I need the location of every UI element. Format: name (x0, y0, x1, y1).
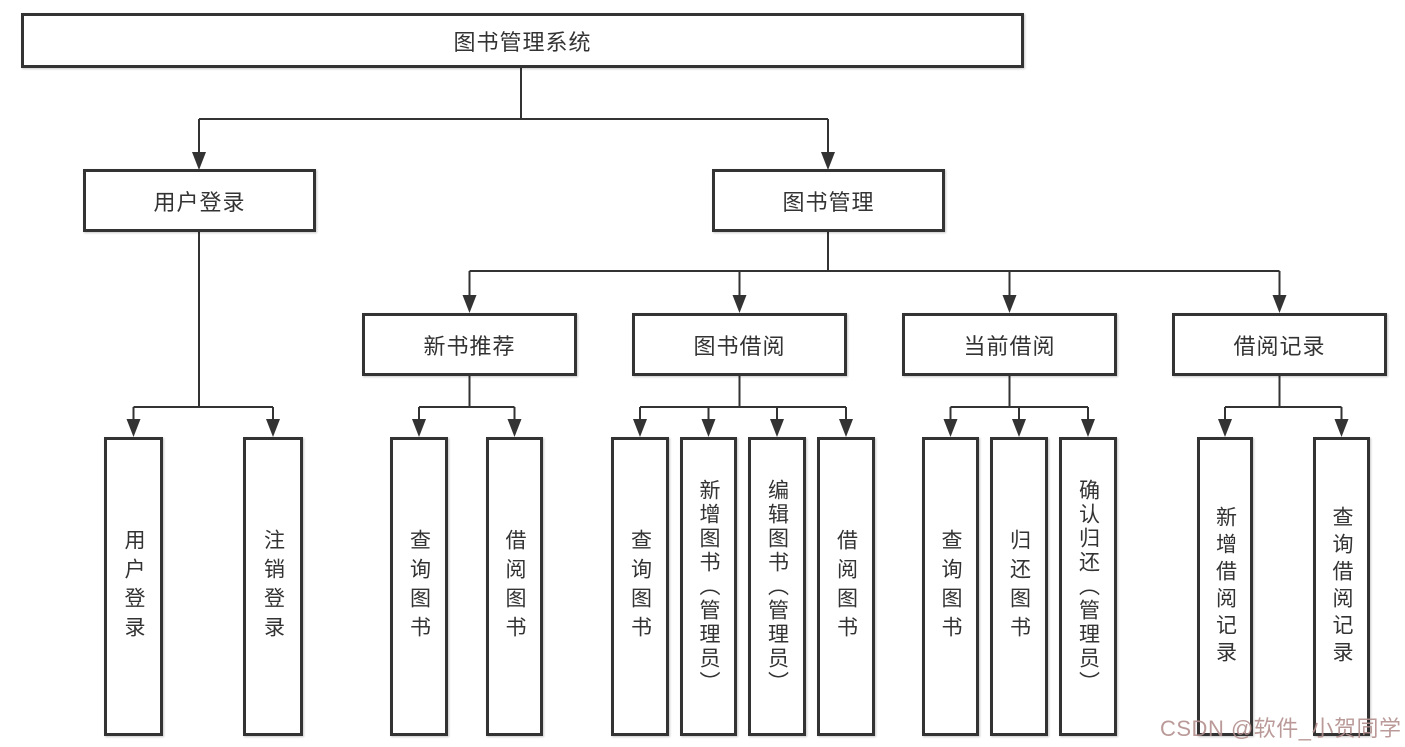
leaf-borrow-borrow-book: 借阅图书 (817, 437, 875, 736)
leaf-borrow-edit-book-admin: 编辑图书（管理员） (748, 437, 806, 736)
leaf-current-query-book: 查询图书 (922, 437, 979, 736)
node-book-borrow: 图书借阅 (632, 313, 847, 376)
leaf-user-login: 用户登录 (104, 437, 163, 736)
leaf-logout-login-label: 注销登录 (261, 528, 285, 645)
leaf-borrow-query-book: 查询图书 (611, 437, 669, 736)
leaf-logout-login: 注销登录 (243, 437, 303, 736)
leaf-recommend-query-book-label: 查询图书 (407, 528, 431, 645)
node-borrow-records: 借阅记录 (1172, 313, 1387, 376)
leaf-records-add-record-label: 新增借阅记录 (1213, 505, 1237, 668)
node-new-book-recommend: 新书推荐 (362, 313, 577, 376)
leaf-recommend-borrow-book-label: 借阅图书 (503, 528, 526, 645)
node-user-login: 用户登录 (83, 169, 316, 232)
leaf-current-query-book-label: 查询图书 (939, 528, 962, 645)
node-book-management: 图书管理 (712, 169, 945, 232)
leaf-borrow-add-book-admin: 新增图书（管理员） (680, 437, 737, 736)
leaf-recommend-query-book: 查询图书 (390, 437, 448, 736)
leaf-records-add-record: 新增借阅记录 (1197, 437, 1253, 736)
leaf-records-query-record-label: 查询借阅记录 (1330, 505, 1353, 668)
leaf-borrow-borrow-book-label: 借阅图书 (834, 528, 858, 645)
leaf-user-login-label: 用户登录 (122, 528, 145, 645)
csdn-watermark: CSDN @软件_小贺同学 (1160, 716, 1402, 741)
node-current-borrow: 当前借阅 (902, 313, 1117, 376)
leaf-current-return-book-label: 归还图书 (1007, 528, 1031, 645)
node-root-library-system: 图书管理系统 (21, 13, 1024, 68)
leaf-borrow-query-book-label: 查询图书 (628, 528, 652, 645)
leaf-recommend-borrow-book: 借阅图书 (486, 437, 543, 736)
leaf-current-return-book: 归还图书 (990, 437, 1048, 736)
leaf-borrow-edit-book-admin-label: 编辑图书（管理员） (765, 478, 789, 695)
leaf-current-confirm-return-admin: 确认归还（管理员） (1059, 437, 1117, 736)
leaf-current-confirm-return-admin-label: 确认归还（管理员） (1076, 478, 1100, 695)
leaf-records-query-record: 查询借阅记录 (1313, 437, 1370, 736)
leaf-borrow-add-book-admin-label: 新增图书（管理员） (697, 478, 720, 695)
